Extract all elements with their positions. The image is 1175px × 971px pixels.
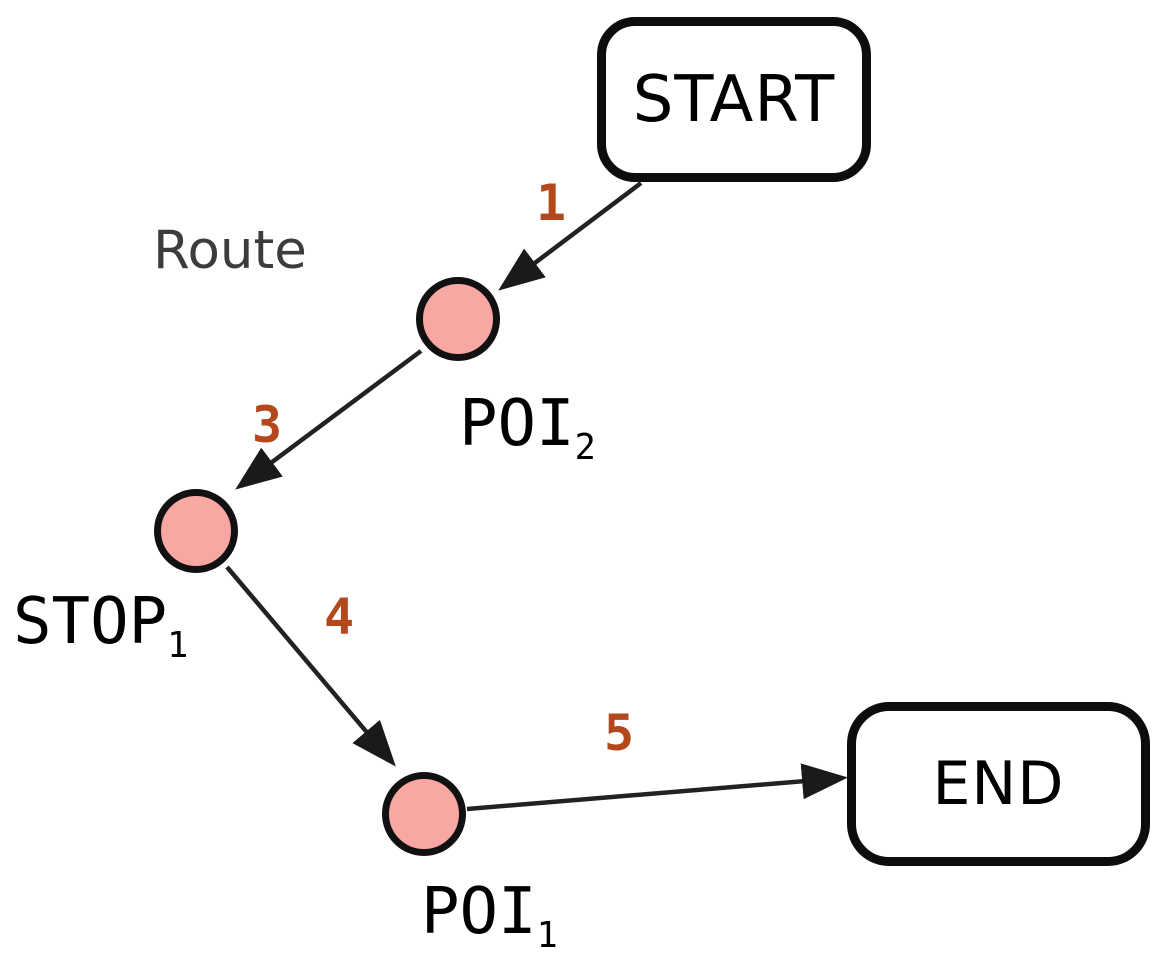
edge-3-label: 3 [252,396,283,454]
edge-1-label: 1 [536,174,567,232]
poi2-label-sub: 2 [574,426,596,468]
start-node: START [597,17,871,182]
start-node-label: START [632,62,836,137]
poi2-node [416,277,500,361]
poi2-label-base: POI [459,387,575,461]
poi1-node [382,772,466,856]
stop1-label: STOP1 [13,590,188,663]
route-title: Route [153,220,307,281]
edge-4-label: 4 [324,588,355,646]
poi1-label-base: POI [421,875,537,949]
edge-5-line [466,763,848,812]
stop1-label-sub: 1 [167,624,189,666]
end-node-label: END [932,749,1065,819]
edge-3-line [235,349,423,490]
poi1-label: POI1 [421,880,558,953]
stop1-node [154,489,238,573]
edge-4-line [225,565,396,767]
edge-5-label: 5 [604,704,635,762]
end-node: END [847,702,1150,866]
poi2-label: POI2 [459,392,596,465]
edge-1-line [498,181,643,291]
poi1-label-sub: 1 [536,914,558,956]
stop1-label-base: STOP [13,585,168,659]
